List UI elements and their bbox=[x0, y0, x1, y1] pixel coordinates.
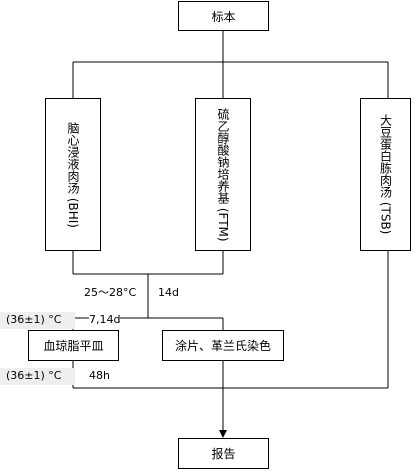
temp-bottom-label: (36±1) °C bbox=[6, 369, 62, 382]
tsb-node: 大豆蛋白胨肉汤 (TSB) bbox=[360, 98, 411, 251]
smear-label: 涂片、革兰氏染色 bbox=[174, 339, 271, 353]
days-7-14-label: 7,14d bbox=[89, 313, 121, 327]
temp-bottom-shade bbox=[0, 368, 75, 385]
specimen-label: 标本 bbox=[211, 9, 236, 24]
hours-48-label: 48h bbox=[89, 369, 110, 383]
days-14-label: 14d bbox=[158, 286, 179, 300]
temp-low-label: 25～28°C bbox=[84, 286, 137, 300]
ftm-label: 硫乙醇酸钠培养基 (FTM) bbox=[216, 107, 230, 242]
smear-node: 涂片、革兰氏染色 bbox=[162, 330, 284, 361]
blood-agar-node: 血琼脂平皿 bbox=[28, 330, 119, 361]
specimen-node: 标本 bbox=[178, 1, 269, 31]
temp-mid-shade bbox=[0, 312, 75, 329]
report-node: 报告 bbox=[178, 438, 269, 469]
bhi-label: 脑心浸液肉汤 (BHI) bbox=[66, 121, 80, 228]
report-label: 报告 bbox=[211, 447, 236, 461]
temp-mid-label: (36±1) °C bbox=[6, 313, 62, 326]
tsb-label: 大豆蛋白胨肉汤 (TSB) bbox=[378, 114, 393, 235]
blood-agar-label: 血琼脂平皿 bbox=[43, 339, 104, 353]
ftm-node: 硫乙醇酸钠培养基 (FTM) bbox=[195, 98, 251, 251]
bhi-node: 脑心浸液肉汤 (BHI) bbox=[45, 98, 101, 251]
